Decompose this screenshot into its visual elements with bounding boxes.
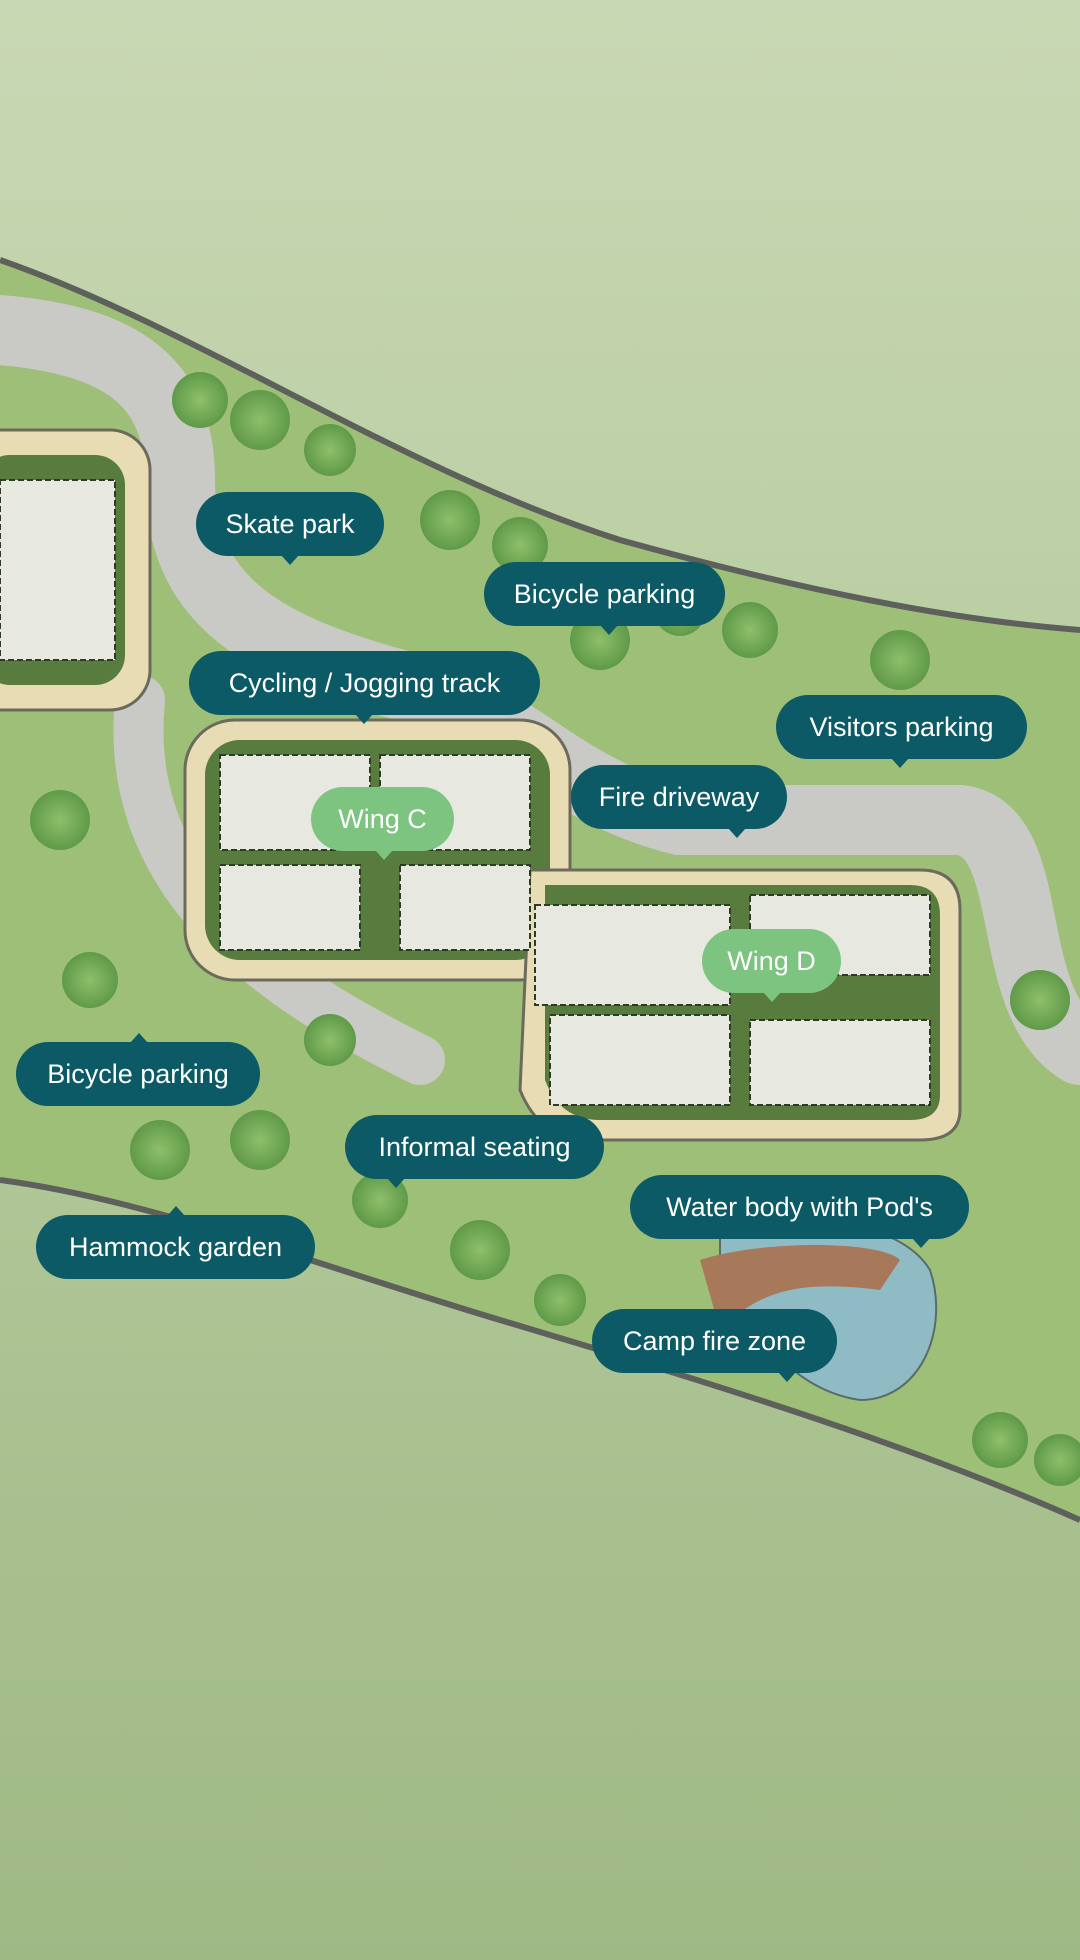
label-text: Bicycle parking: [47, 1058, 229, 1089]
label-wing-d[interactable]: Wing D: [702, 929, 841, 1002]
pointer-icon: [891, 758, 909, 768]
label-text: Skate park: [225, 508, 355, 539]
label-water-body[interactable]: Water body with Pod's: [630, 1175, 969, 1248]
label-hammock-garden[interactable]: Hammock garden: [36, 1206, 315, 1279]
label-text: Cycling / Jogging track: [228, 667, 501, 698]
label-bicycle-parking-top[interactable]: Bicycle parking: [484, 562, 725, 635]
label-cycling-jogging-track[interactable]: Cycling / Jogging track: [189, 651, 540, 724]
label-wing-c[interactable]: Wing C: [311, 787, 454, 860]
pointer-icon: [728, 828, 746, 838]
pointer-icon: [167, 1206, 185, 1216]
label-text: Wing C: [338, 803, 427, 834]
label-text: Wing D: [727, 945, 816, 976]
label-camp-fire-zone[interactable]: Camp fire zone: [592, 1309, 837, 1382]
label-informal-seating[interactable]: Informal seating: [345, 1115, 604, 1188]
label-text: Water body with Pod's: [666, 1191, 933, 1222]
pointer-icon: [375, 850, 393, 860]
label-fire-driveway[interactable]: Fire driveway: [571, 765, 787, 838]
pointer-icon: [600, 625, 618, 635]
pointer-icon: [912, 1238, 930, 1248]
label-text: Bicycle parking: [513, 578, 696, 609]
pointer-icon: [387, 1178, 405, 1188]
pointer-icon: [281, 555, 299, 565]
pointer-icon: [355, 714, 373, 724]
label-text: Informal seating: [378, 1131, 571, 1162]
label-visitors-parking[interactable]: Visitors parking: [776, 695, 1027, 768]
label-skate-park[interactable]: Skate park: [196, 492, 384, 565]
pointer-icon: [763, 992, 781, 1002]
label-text: Fire driveway: [598, 781, 760, 812]
label-text: Hammock garden: [68, 1231, 283, 1262]
label-text: Visitors parking: [809, 711, 994, 742]
label-text: Camp fire zone: [622, 1325, 807, 1356]
pointer-icon: [130, 1033, 148, 1043]
label-bicycle-parking-left[interactable]: Bicycle parking: [16, 1033, 260, 1106]
pointer-icon: [778, 1372, 796, 1382]
